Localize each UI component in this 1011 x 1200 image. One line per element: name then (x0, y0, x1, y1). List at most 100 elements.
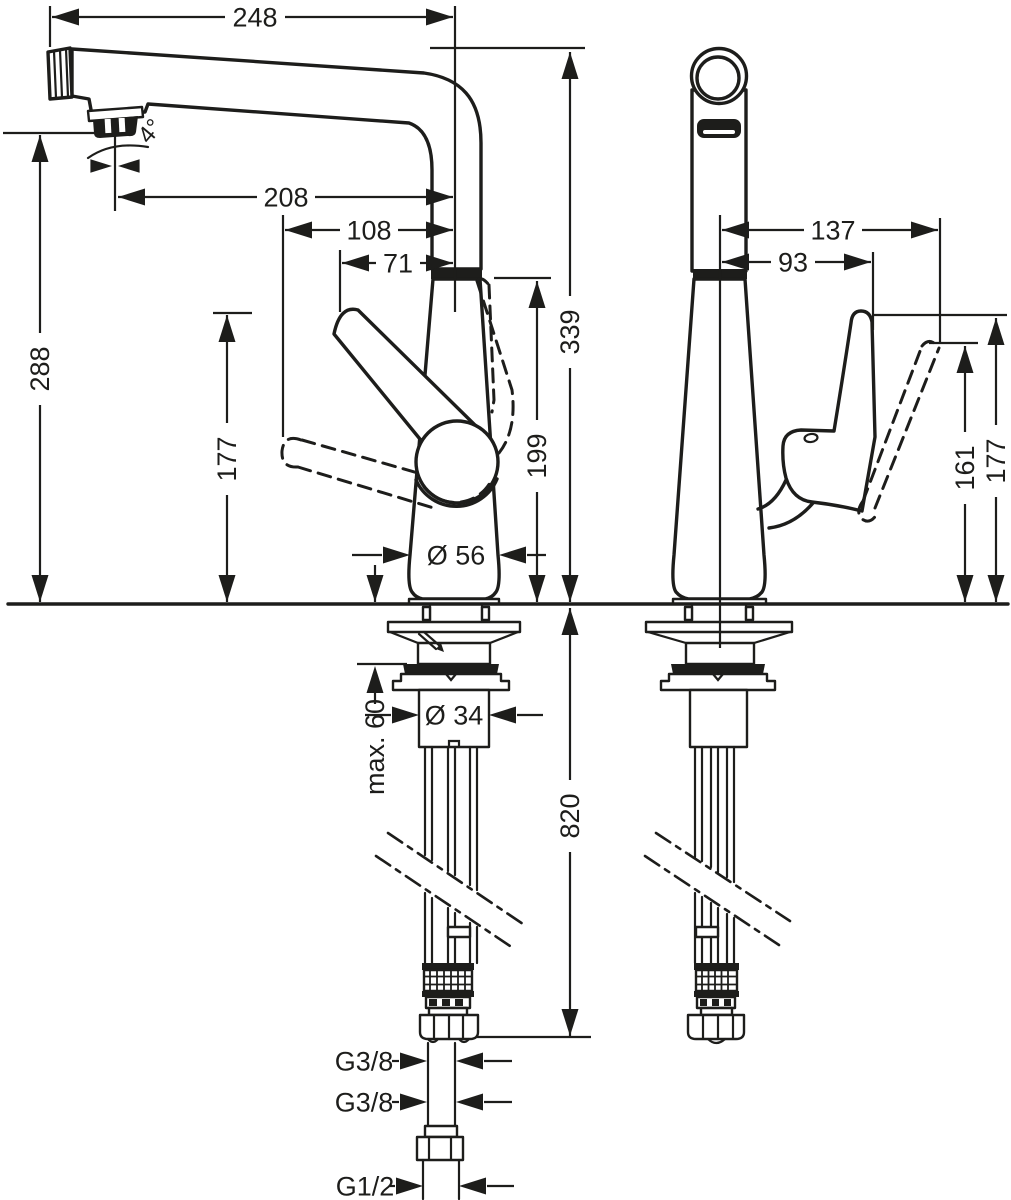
dim-g12: G1/2 (336, 1172, 514, 1200)
aerator (86, 105, 145, 138)
outlet-slot (697, 119, 741, 138)
clamp-housing (416, 641, 492, 666)
shank-tab (744, 605, 755, 622)
dim-g38-mid: G3/8 (335, 1088, 512, 1118)
dim-label-total-height: 339 (555, 309, 585, 354)
dim-label-overall-reach: 248 (232, 3, 277, 33)
handle (332, 307, 500, 508)
nut-neck-facet (429, 999, 437, 1006)
clamp-screw-tip (436, 643, 444, 652)
hex-nut-tabs (426, 1037, 471, 1044)
dim-199: 199 (494, 276, 553, 602)
angle-arc (86, 144, 150, 160)
dim-label-lever-open-offset: 137 (810, 216, 855, 246)
handle-hub-dashed-arc (422, 479, 493, 504)
hex-nut-tab (706, 1037, 727, 1045)
dim-label-lever-offset: 93 (778, 248, 808, 278)
nut-neck-facet (712, 999, 719, 1006)
g38-nipple (426, 1041, 457, 1128)
shank-tab (421, 605, 432, 622)
dim-label-thread-top: G3/8 (335, 1047, 394, 1077)
shank (428, 602, 484, 624)
g12-tube (421, 1158, 461, 1200)
dim-248: 248 (48, 3, 457, 312)
spout (46, 46, 483, 271)
seal-washer (671, 664, 765, 674)
dim-g38-top: G3/8 (335, 1047, 512, 1077)
flange-plate (386, 620, 522, 634)
corrugation-ribs (424, 970, 472, 991)
dim-label-body-diameter: Ø 56 (427, 541, 486, 571)
hose-lines-upper (693, 745, 736, 884)
hose-collar (446, 925, 472, 939)
spout-joint-band (431, 269, 482, 279)
dim-dia34: Ø 34 (365, 701, 543, 731)
dim-137: 137 (718, 215, 942, 648)
dim-label-hose-length: 820 (555, 793, 585, 838)
supply-hoses (693, 745, 736, 965)
dim-label-lever-open-height: 161 (950, 445, 980, 490)
aerator-slit (104, 118, 112, 134)
retainer-notch (444, 672, 458, 682)
handle-hub (414, 419, 500, 505)
break-lines (374, 831, 792, 948)
dim-dia56: Ø 56 (352, 541, 546, 571)
handle-lever (781, 309, 877, 513)
handle-hub-rim (414, 477, 499, 508)
spout-tip-grooves (52, 47, 70, 100)
left-view (46, 46, 522, 1200)
dim-label-aerator-height: 288 (25, 346, 55, 391)
adapter-plate (423, 1124, 459, 1139)
handle-positions-dashed (280, 277, 515, 511)
pipe-break-right (643, 831, 792, 947)
dim-label-thread-mid: G3/8 (335, 1088, 394, 1118)
dim-label-lever-reach: 71 (383, 249, 413, 279)
handle-neck (756, 478, 815, 530)
handle-dot (803, 432, 819, 444)
hose-lines-upper (423, 745, 479, 892)
mounting-hardware (386, 602, 522, 749)
hex-nut-facets (701, 1013, 735, 1041)
dim-161: 161 (929, 341, 981, 602)
hose-end-fittings (686, 963, 746, 1045)
dim-label-lever-height-right: 177 (981, 438, 1011, 483)
retainer-plate (659, 672, 777, 692)
aerator-slit (118, 117, 126, 133)
dim-label-aerator-reach: 208 (263, 183, 308, 213)
hex-nut-facets (432, 1013, 465, 1041)
corrugation-ribs (696, 970, 737, 991)
shank-tab (683, 605, 694, 622)
dim-820: 820 (477, 608, 591, 1039)
aerator-body (93, 116, 138, 138)
pipe-break-left (374, 831, 525, 948)
dimensions: 248 4° 208 108 (3, 3, 1011, 1200)
crimp-band (694, 991, 739, 997)
shank-block (688, 688, 749, 749)
flange-skirt (388, 630, 520, 645)
clamp-screw (417, 630, 442, 651)
dim-label-spout-joint-height: 199 (522, 433, 552, 478)
right-view (644, 46, 941, 1045)
hose-collar (694, 925, 720, 939)
shank-block-notch (447, 739, 461, 749)
flange-skirt (646, 630, 792, 645)
crimp-band (694, 963, 739, 970)
dim-93: 93 (722, 248, 875, 330)
handle-open-dashed (857, 340, 941, 523)
handle-position-dashed (857, 340, 941, 523)
spout-top-inner-circle (695, 55, 741, 101)
nut-neck-facet (700, 999, 707, 1006)
crimp-band (422, 963, 474, 970)
hose-end-fittings (415, 963, 480, 1200)
outlet-slot-highlight (703, 130, 735, 134)
dim-288: 288 (3, 131, 100, 602)
crimp-band (422, 991, 474, 997)
dim-label-lever-open-reach: 108 (346, 216, 391, 246)
handle-lowered-dashed (280, 436, 439, 511)
handle-raised-dashed (475, 277, 515, 455)
retainer-plate (391, 672, 511, 692)
nut-neck-facet (442, 999, 450, 1006)
nut-neck-facet (455, 999, 463, 1006)
shank-tab (480, 605, 491, 622)
